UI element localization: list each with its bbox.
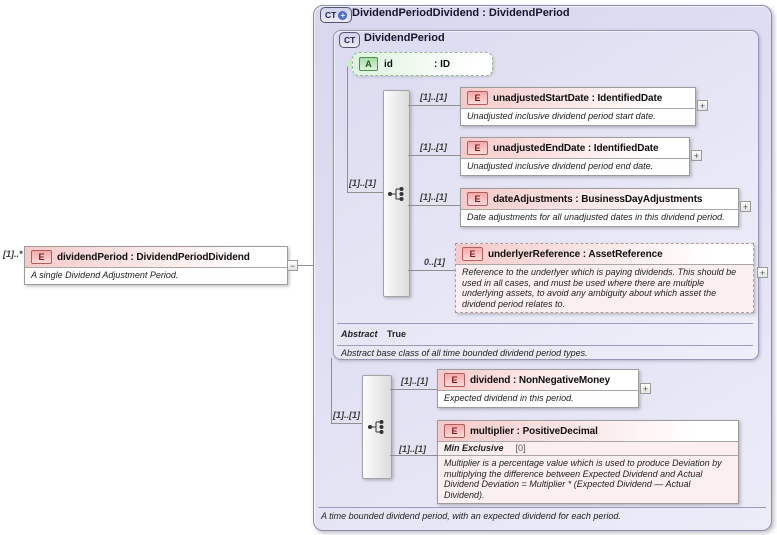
complextype-icon: CT xyxy=(339,32,361,48)
attribute-id-box[interactable]: A id : ID xyxy=(352,52,493,76)
expand-button[interactable]: + xyxy=(697,100,708,111)
element-icon: E xyxy=(467,192,488,206)
element-dividend-box[interactable]: E dividend : NonNegativeMoney Expected d… xyxy=(437,369,639,408)
outer-type-annotation: A time bounded dividend period, with an … xyxy=(321,511,621,521)
element-annotation: Multiplier is a percentage value which i… xyxy=(438,455,738,503)
sequence-icon xyxy=(368,420,384,434)
base-container-title: DividendPeriod xyxy=(364,32,445,44)
element-title: underlyerReference : AssetReference xyxy=(488,248,663,260)
connector-line xyxy=(298,265,314,266)
sequence-cardinality: [1]..[1] xyxy=(349,178,376,188)
facet-value: [0] xyxy=(515,443,526,453)
element-icon: E xyxy=(462,247,483,261)
element-icon: E xyxy=(467,141,488,155)
expand-button[interactable]: + xyxy=(691,150,702,161)
element-icon: E xyxy=(467,91,488,105)
element-annotation: Unadjusted inclusive dividend period end… xyxy=(461,158,689,175)
min-exclusive-facet: Min Exclusive [0] xyxy=(438,441,738,455)
connector-line xyxy=(331,423,362,424)
element-unadjustedenddate-box[interactable]: E unadjustedEndDate : IdentifiedDate Una… xyxy=(460,137,690,176)
element-title: dividendPeriod : DividendPeriodDividend xyxy=(57,251,250,263)
element-annotation: Expected dividend in this period. xyxy=(438,390,638,407)
connector-line xyxy=(331,358,332,423)
element-title: dateAdjustments : BusinessDayAdjustments xyxy=(493,193,703,205)
ct-badge-label: CT xyxy=(344,35,356,45)
divider-line xyxy=(337,323,753,324)
collapse-button[interactable]: − xyxy=(287,260,298,271)
sequence-compositor[interactable] xyxy=(362,375,392,479)
expand-button[interactable]: + xyxy=(757,267,768,278)
connector-line xyxy=(408,205,460,206)
attribute-arrow-tip xyxy=(344,57,354,71)
outer-container-title: DividendPeriodDividend : DividendPeriod xyxy=(352,7,570,19)
element-cardinality: [1]..[1] xyxy=(399,444,426,454)
element-title: unadjustedEndDate : IdentifiedDate xyxy=(493,142,659,154)
element-title: dividend : NonNegativeMoney xyxy=(470,374,611,386)
element-icon: E xyxy=(444,373,465,387)
attribute-name: id xyxy=(384,58,393,70)
sequence-compositor[interactable] xyxy=(383,90,410,297)
element-title: unadjustedStartDate : IdentifiedDate xyxy=(493,92,663,104)
sequence-cardinality: [1]..[1] xyxy=(333,410,360,420)
connector-line xyxy=(347,192,383,193)
element-cardinality: [1]..[1] xyxy=(420,192,447,202)
attribute-type: : ID xyxy=(434,58,451,70)
facet-label: Min Exclusive xyxy=(444,443,504,453)
element-dividendperiod-box[interactable]: E dividendPeriod : DividendPeriodDividen… xyxy=(24,246,288,285)
element-icon: E xyxy=(444,424,465,438)
element-cardinality: [1]..[1] xyxy=(401,376,428,386)
element-dateadjustments-box[interactable]: E dateAdjustments : BusinessDayAdjustmen… xyxy=(460,188,739,227)
element-annotation: A single Dividend Adjustment Period. xyxy=(25,267,287,284)
element-title: multiplier : PositiveDecimal xyxy=(470,425,598,437)
sequence-icon xyxy=(387,186,403,201)
element-cardinality: 0..[1] xyxy=(424,257,446,267)
element-annotation: Reference to the underlyer which is payi… xyxy=(456,264,753,312)
ct-badge-label: CT xyxy=(325,10,337,20)
element-icon: E xyxy=(31,250,52,264)
element-multiplier-box[interactable]: E multiplier : PositiveDecimal Min Exclu… xyxy=(437,420,739,504)
element-unadjustedstartdate-box[interactable]: E unadjustedStartDate : IdentifiedDate U… xyxy=(460,87,696,126)
element-underlyerreference-box[interactable]: E underlyerReference : AssetReference Re… xyxy=(455,243,754,313)
element-cardinality: [1]..[1] xyxy=(420,92,447,102)
left-element-cardinality: [1]..* xyxy=(3,249,23,259)
expand-button[interactable]: + xyxy=(740,201,751,212)
abstract-facet-value: True xyxy=(387,329,407,339)
element-annotation: Date adjustments for all unadjusted date… xyxy=(461,209,738,226)
attribute-icon: A xyxy=(359,57,378,71)
base-type-annotation: Abstract base class of all time bounded … xyxy=(341,348,588,358)
connector-line xyxy=(390,389,437,390)
abstract-facet-label: Abstract xyxy=(341,329,378,339)
extension-plus-icon: + xyxy=(338,10,348,20)
divider-line xyxy=(318,507,766,508)
element-cardinality: [1]..[1] xyxy=(420,142,447,152)
connector-line xyxy=(408,270,455,271)
divider-line xyxy=(337,345,753,346)
connector-line xyxy=(408,155,460,156)
expand-button[interactable]: + xyxy=(640,383,651,394)
connector-line xyxy=(347,64,348,192)
complextype-extension-icon: CT + xyxy=(320,7,353,23)
connector-line xyxy=(408,105,460,106)
element-annotation: Unadjusted inclusive dividend period sta… xyxy=(461,108,695,125)
connector-line xyxy=(390,455,437,456)
